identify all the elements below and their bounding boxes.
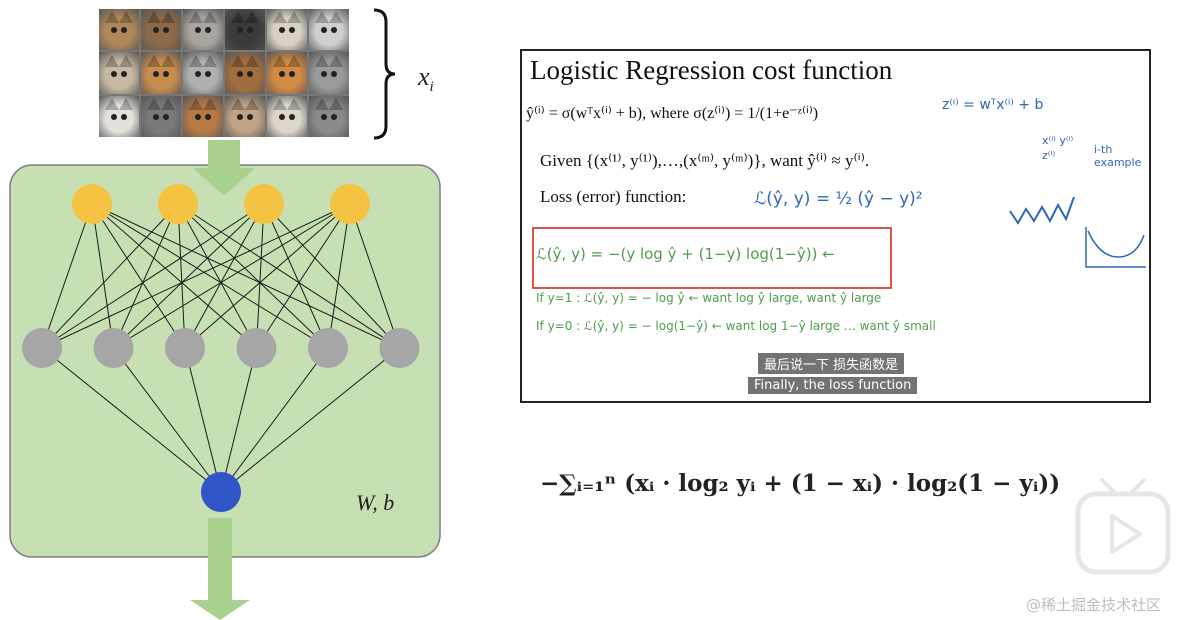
network-edge [256,203,265,349]
cat-photo [309,52,349,94]
network-edge [91,203,329,349]
hand-log-loss: ℒ(ŷ, y) = −(y log ŷ + (1−y) log(1−ŷ)) ← [536,245,835,263]
hand-if-y1: If y=1 : ℒ(ŷ, y) = − log ŷ ← want log ŷ … [536,291,882,305]
network-edge [113,203,179,349]
network-edge [349,203,400,349]
hand-iexample-note: i-th example [1094,143,1142,169]
cat-photo [99,52,139,94]
network-edge [177,203,400,349]
network-edge [177,203,257,349]
cat-photo [225,52,265,94]
cat-photo [309,95,349,137]
hand-vars-note: x⁽ⁱ⁾ y⁽ⁱ⁾ z⁽ⁱ⁾ [1042,134,1074,162]
hidden-node-layer1 [244,184,284,224]
network-edge [327,203,351,349]
cat-photo [141,52,181,94]
brace-icon [373,8,396,140]
input-arrow [193,140,255,196]
cat-photo [267,9,307,51]
slide-title: Logistic Regression cost function [530,55,893,85]
cross-entropy-formula: −∑ᵢ₌₁ⁿ (xᵢ · log₂ yᵢ + (1 − xᵢ) · log₂(1… [540,470,1061,497]
network-edge [91,203,257,349]
network-edge [91,203,186,349]
slide-sigmoid-line: ŷ⁽ⁱ⁾ = σ(wᵀx⁽ⁱ⁾ + b), where σ(z⁽ⁱ⁾) = 1/… [526,105,819,122]
hidden-node-layer1 [158,184,198,224]
hand-if-y0: If y=0 : ℒ(ŷ, y) = − log(1−ŷ) ← want log… [536,319,936,333]
network-edge [113,203,265,349]
hand-sketch-graphs [1009,196,1146,268]
network-edge [41,203,179,349]
network-edge [91,203,114,349]
hidden-node-layer2 [308,328,348,368]
hand-squared-loss: ℒ(ŷ, y) = ½ (ŷ − y)² [754,189,923,209]
cat-photo [309,9,349,51]
network-edge [220,347,400,493]
play-icon[interactable] [1074,470,1172,578]
network-edge [184,203,265,349]
network-edge [256,203,351,349]
hidden-node-layer1 [330,184,370,224]
lecture-slide: Logistic Regression cost function ŷ⁽ⁱ⁾ =… [520,49,1151,403]
hand-z-note: z⁽ⁱ⁾ = wᵀx⁽ⁱ⁾ + b [942,97,1044,113]
cat-photo [267,95,307,137]
network-edge [91,203,400,349]
network-edge [220,347,257,493]
hidden-node-layer2 [165,328,205,368]
hidden-node-layer2 [93,328,134,368]
subtitle-english: Finally, the loss function [748,377,918,394]
cat-photo [183,9,223,51]
cat-photo [141,95,181,137]
cat-photo [225,95,265,137]
watermark: @稀土掘金技术社区 [1026,596,1162,614]
network-edge [263,203,400,349]
cat-photo [183,52,223,94]
network-edge [184,347,222,493]
output-node [201,472,241,512]
cat-photo [99,9,139,51]
input-label: xi [418,62,434,96]
cat-photo [225,9,265,51]
slide-given-line: Given {(x⁽¹⁾, y⁽¹⁾),…,(x⁽ᵐ⁾, y⁽ᵐ⁾)}, wan… [540,151,870,170]
network-edge [113,203,351,349]
log-loss-highlight-box [532,227,892,289]
cat-photo [99,95,139,137]
params-label: W, b [356,490,395,515]
network-edge [263,203,329,349]
cat-photo [183,95,223,137]
hidden-node-layer1 [72,184,112,224]
cat-image-grid [99,9,349,137]
hidden-node-layer2 [22,328,62,368]
output-arrow [190,518,250,620]
slide-loss-label: Loss (error) function: [540,187,687,206]
cat-photo [141,9,181,51]
subtitle-chinese: 最后说一下 损失函数是 [758,353,905,374]
network-edge [41,203,351,349]
network-edge [220,347,329,493]
network-edge [41,203,93,349]
hidden-node-layer2 [236,328,277,368]
network-edge [41,347,222,493]
network-edge [184,203,351,349]
network-edge [41,203,265,349]
neural-network-diagram [9,140,441,620]
network-edge [177,203,329,349]
network-edge [177,203,186,349]
cat-photo [267,52,307,94]
hidden-node-layer2 [379,328,420,368]
network-edge [113,347,222,493]
